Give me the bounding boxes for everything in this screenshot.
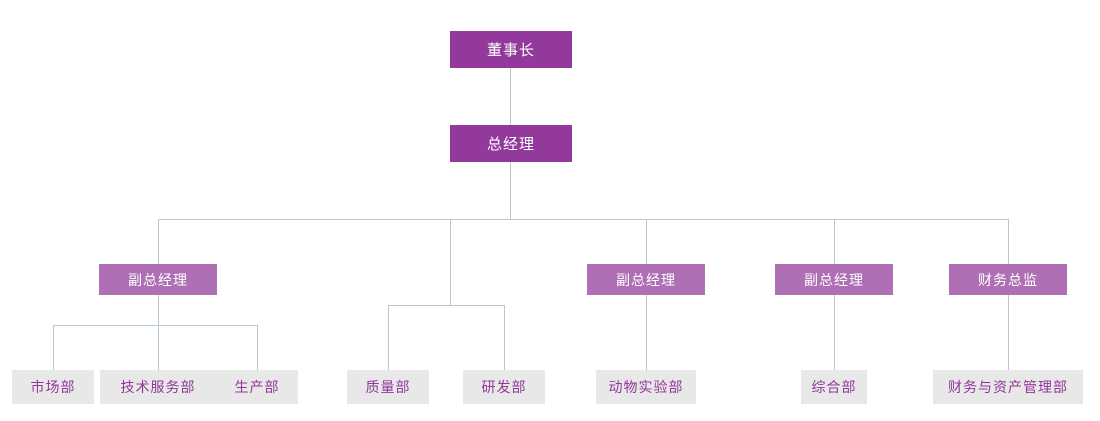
connector-to-rnd-dept	[504, 305, 505, 370]
node-finance-director-label: 财务总监	[978, 272, 1038, 289]
connector-sub-bus-middle	[388, 305, 505, 306]
node-general-manager[interactable]: 总经理	[450, 125, 572, 162]
node-deputy-gm-1-label: 副总经理	[128, 272, 188, 289]
connector-to-general-affairs-dept	[834, 295, 835, 370]
connector-main-bus	[158, 219, 1009, 220]
connector-to-production-dept	[257, 325, 258, 370]
connector-deputy-gm-1-down	[158, 295, 159, 325]
node-deputy-gm-3[interactable]: 副总经理	[775, 264, 893, 295]
node-animal-lab-dept[interactable]: 动物实验部	[596, 370, 696, 404]
node-deputy-gm-2-label: 副总经理	[616, 272, 676, 289]
node-deputy-gm-3-label: 副总经理	[804, 272, 864, 289]
node-tech-service-dept-label: 技术服务部	[120, 380, 196, 396]
connector-bus-to-quality-rnd-group	[450, 219, 451, 305]
connector-gm-to-bus	[510, 161, 511, 219]
node-rnd-dept[interactable]: 研发部	[463, 370, 545, 404]
node-production-dept[interactable]: 生产部	[216, 370, 298, 404]
node-tech-service-dept[interactable]: 技术服务部	[100, 370, 216, 404]
node-general-manager-label: 总经理	[486, 135, 535, 153]
node-animal-lab-dept-label: 动物实验部	[608, 380, 684, 396]
connector-bus-to-deputy-gm-1	[158, 219, 159, 264]
node-general-affairs-dept-label: 综合部	[811, 380, 857, 396]
connector-to-tech-service-dept	[158, 325, 159, 370]
node-rnd-dept-label: 研发部	[481, 380, 527, 396]
connector-bus-to-finance-director	[1008, 219, 1009, 264]
connector-sub-bus-left	[53, 325, 258, 326]
connector-to-marketing-dept	[53, 325, 54, 370]
node-finance-director[interactable]: 财务总监	[949, 264, 1067, 295]
connector-to-animal-lab-dept	[646, 295, 647, 370]
node-deputy-gm-1[interactable]: 副总经理	[99, 264, 217, 295]
node-deputy-gm-2[interactable]: 副总经理	[587, 264, 705, 295]
connector-to-finance-asset-dept	[1008, 295, 1009, 370]
node-finance-asset-dept[interactable]: 财务与资产管理部	[933, 370, 1083, 404]
node-production-dept-label: 生产部	[234, 380, 280, 396]
node-marketing-dept[interactable]: 市场部	[12, 370, 94, 404]
node-marketing-dept-label: 市场部	[30, 380, 76, 396]
connector-to-quality-dept	[388, 305, 389, 370]
node-chairman[interactable]: 董事长	[450, 31, 572, 68]
connector-bus-to-deputy-gm-2	[646, 219, 647, 264]
node-chairman-label: 董事长	[486, 41, 535, 59]
node-general-affairs-dept[interactable]: 综合部	[801, 370, 867, 404]
connector-bus-to-deputy-gm-3	[834, 219, 835, 264]
connector-chairman-to-gm	[510, 68, 511, 125]
node-finance-asset-dept-label: 财务与资产管理部	[948, 380, 1068, 396]
node-quality-dept-label: 质量部	[365, 380, 411, 396]
node-quality-dept[interactable]: 质量部	[347, 370, 429, 404]
